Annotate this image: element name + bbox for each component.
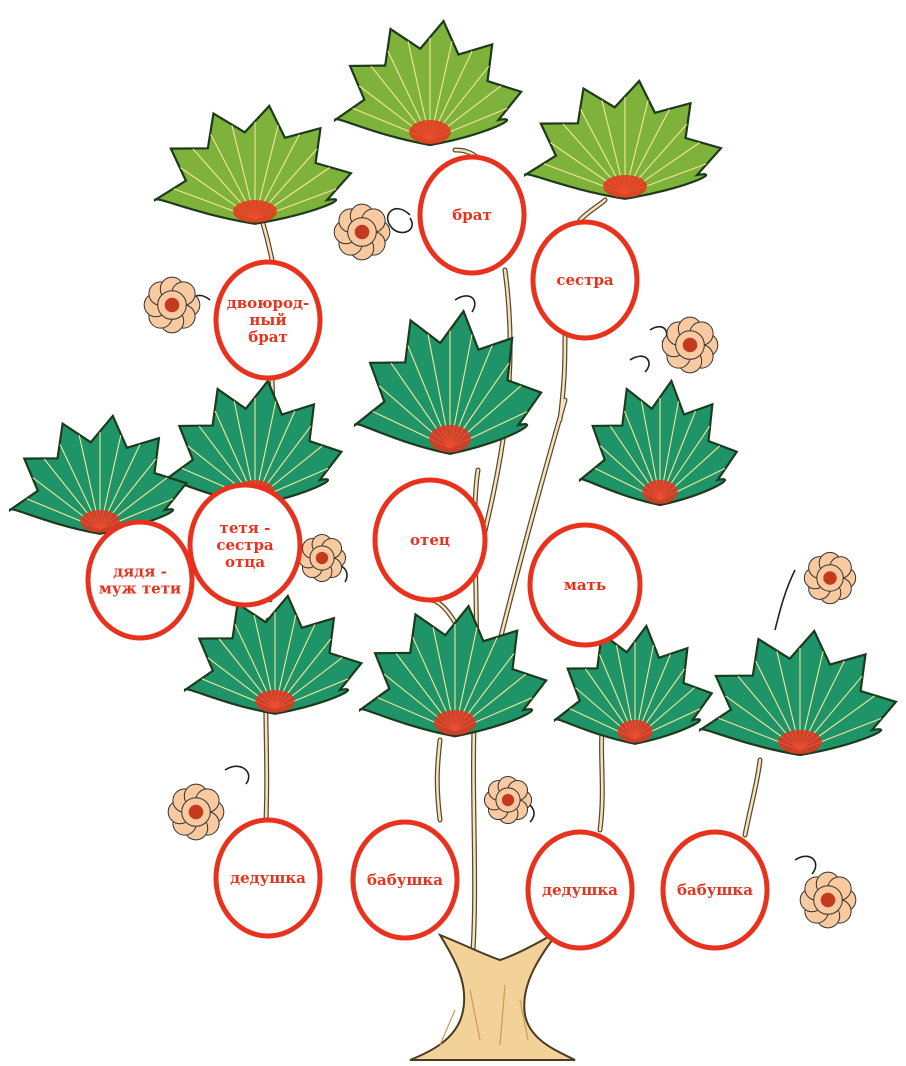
flower-center (683, 338, 698, 353)
relative-label: дедушка (230, 869, 306, 887)
relative-node-dyadya: дядя -муж тети (88, 522, 192, 638)
flower-center (355, 225, 370, 240)
relative-label: мать (564, 576, 606, 594)
flower-center (189, 805, 204, 820)
flower-center (165, 298, 180, 313)
relative-label: дядя - (113, 563, 167, 581)
leaf-heart (233, 200, 277, 223)
branch-stem-highlight (580, 200, 605, 220)
relative-label: бабушка (367, 871, 443, 889)
flower-icon (334, 204, 390, 260)
leaf-icon (580, 381, 737, 505)
relative-label: отец (410, 531, 450, 549)
tendril-curl (775, 570, 795, 630)
tendril-curl (225, 766, 249, 784)
branch-stem-highlight (745, 760, 760, 835)
flower-center (823, 571, 836, 584)
relative-label: муж тети (99, 580, 181, 598)
tendril-curl (795, 856, 816, 874)
relative-label: сестра (556, 271, 614, 289)
relative-node-babushka-1: бабушка (353, 822, 457, 938)
leaf-icon (185, 596, 361, 714)
flower-icon (144, 277, 200, 333)
flower-center (502, 794, 514, 806)
branch-stem-highlight (262, 220, 272, 260)
flower-icon (298, 534, 345, 581)
flower-center (821, 893, 836, 908)
tree-trunk (410, 930, 575, 1060)
tendril-curl (630, 356, 649, 372)
leaf-heart (603, 175, 647, 198)
leaf-heart (409, 120, 451, 144)
flower-icon (800, 872, 856, 928)
leaf-icon (525, 81, 721, 199)
relative-node-babushka-2: бабушка (663, 832, 767, 948)
relative-label: тетя - (220, 519, 271, 537)
leaf-heart (778, 730, 822, 754)
leaves-layer (10, 21, 896, 755)
relative-label: ный (249, 311, 286, 329)
flower-center (316, 552, 328, 564)
relative-node-dedushka-2: дедушка (528, 832, 632, 948)
leaf-heart (429, 425, 471, 453)
relative-label: бабушка (677, 881, 753, 899)
relative-node-brat: брат (420, 157, 524, 273)
leaf-heart (642, 480, 677, 504)
tendril-curl (388, 209, 413, 233)
leaf-icon (700, 631, 896, 755)
relative-label: брат (248, 328, 288, 346)
relative-node-otets: отец (375, 480, 485, 600)
relative-node-mat: мать (530, 525, 640, 645)
relative-label: дедушка (542, 881, 618, 899)
relative-node-dedushka-1: дедушка (216, 820, 320, 936)
leaf-icon (155, 106, 351, 224)
leaf-icon (335, 21, 521, 145)
flower-icon (484, 776, 531, 823)
leaf-icon (10, 416, 186, 534)
leaf-heart (434, 710, 476, 735)
relative-node-sestra: сестра (533, 222, 637, 338)
flower-icon (804, 552, 855, 603)
flower-icon (662, 317, 718, 373)
relative-label: отца (225, 553, 265, 571)
relative-label: двоюрод- (227, 294, 310, 312)
tendril-curl (455, 296, 475, 312)
relative-label: брат (452, 206, 492, 224)
leaf-heart (617, 720, 652, 743)
flower-icon (168, 784, 224, 840)
leaf-icon (360, 606, 546, 736)
leaf-icon (355, 311, 541, 454)
trunk-layer (410, 930, 575, 1060)
relative-label: сестра (216, 536, 274, 554)
leaf-heart (255, 690, 295, 713)
